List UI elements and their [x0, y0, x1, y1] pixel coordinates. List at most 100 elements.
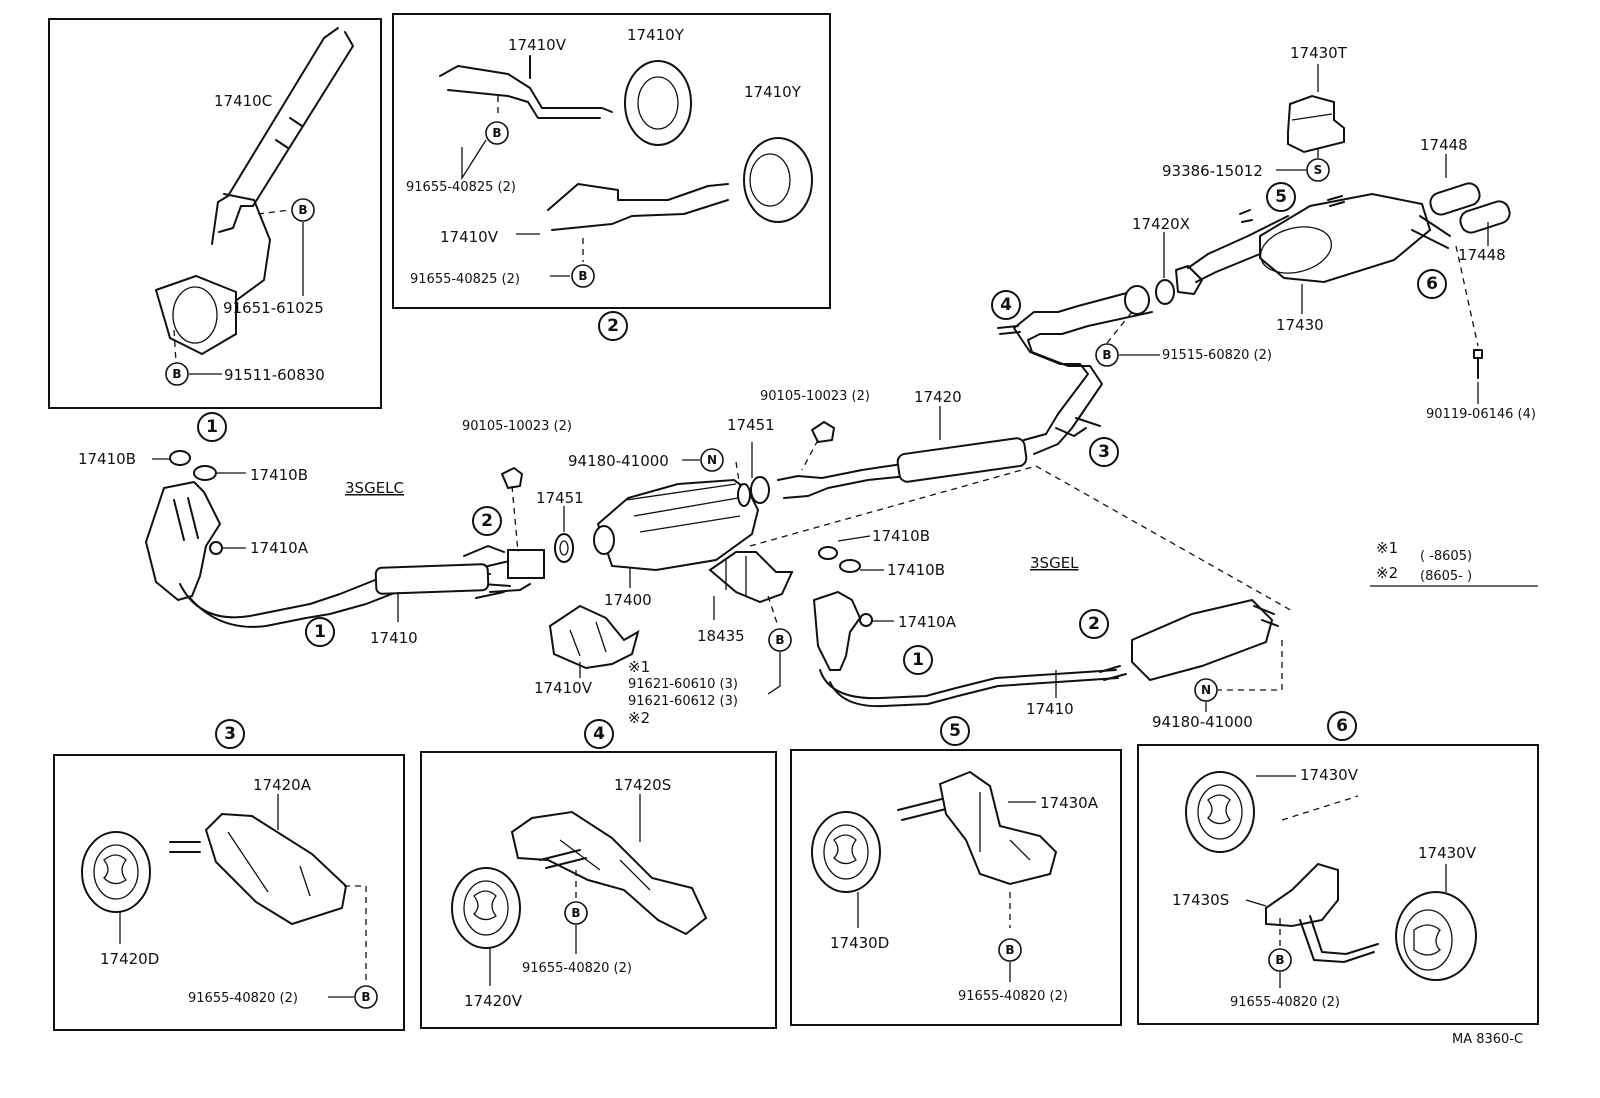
part-label: 90105-10023 (2) — [760, 389, 870, 404]
note-mark: ※1 — [628, 658, 650, 676]
part-label: 90105-10023 (2) — [462, 419, 572, 434]
callout-number: 1 — [912, 650, 924, 670]
engine-variant-label: 3SGELC — [345, 479, 404, 497]
part-label: 17410C — [214, 92, 272, 110]
badge-b: B — [1005, 943, 1014, 957]
tail-pipe-muffler — [1187, 182, 1511, 284]
callout-number: 6 — [1336, 716, 1348, 736]
note-mark: ※1 — [1376, 539, 1398, 557]
callout-number: 1 — [314, 622, 326, 642]
part-label: 17410Y — [627, 26, 685, 44]
part-label: 17430T — [1290, 44, 1348, 62]
part-label: 17400 — [604, 591, 652, 609]
part-label: 17420D — [100, 950, 159, 968]
note-range: (8605- ) — [1420, 569, 1472, 584]
part-label: 91655-40825 (2) — [410, 272, 520, 287]
badge-b: B — [298, 203, 307, 217]
part-label: 17420X — [1132, 215, 1190, 233]
part-label: 91655-40820 (2) — [958, 989, 1068, 1004]
callout-number: 5 — [1275, 187, 1287, 207]
badge-b: B — [492, 126, 501, 140]
part-label: 91651-61025 — [223, 299, 324, 317]
catalytic-converter — [593, 478, 760, 572]
callout-number: 2 — [1088, 614, 1100, 634]
part-label: 17410V — [440, 228, 499, 246]
badge-n: N — [707, 453, 717, 467]
detail-box-5 — [790, 749, 1122, 1026]
part-label: 17410 — [1026, 700, 1074, 718]
part-label: 17420V — [464, 992, 523, 1010]
part-label: 17410Y — [744, 83, 802, 101]
part-label: 91655-40825 (2) — [406, 180, 516, 195]
detail-box-6 — [1137, 744, 1539, 1025]
badge-b: B — [1102, 348, 1111, 362]
center-exhaust-pipe — [777, 289, 1153, 499]
part-label: 94180-41000 — [1152, 713, 1253, 731]
part-label: 17430S — [1172, 891, 1229, 909]
part-label: 17410B — [78, 450, 136, 468]
heat-insulator-bracket — [708, 551, 794, 604]
part-label: 17430V — [1300, 766, 1359, 784]
part-label: 91515-60820 (2) — [1162, 348, 1272, 363]
part-label: 17410B — [887, 561, 945, 579]
part-label: 17410A — [250, 539, 309, 557]
callout-number: 3 — [224, 724, 236, 744]
part-label: 91511-60830 — [224, 366, 325, 384]
part-label: 17430 — [1276, 316, 1324, 334]
note-range: ( -8605) — [1420, 549, 1472, 564]
callout-number: 2 — [607, 316, 619, 336]
part-label: 91655-40820 (2) — [1230, 995, 1340, 1010]
badge-b: B — [578, 269, 587, 283]
part-label: 91655-40820 (2) — [188, 991, 298, 1006]
detail-box-4 — [420, 751, 777, 1029]
detail-box-1 — [48, 18, 382, 409]
part-label: 17410B — [250, 466, 308, 484]
part-label: 91655-40820 (2) — [522, 961, 632, 976]
part-label: 17410B — [872, 527, 930, 545]
callout-number: 5 — [949, 721, 961, 741]
part-label: 17430V — [1418, 844, 1477, 862]
badge-b: B — [571, 906, 580, 920]
part-label: 17410V — [534, 679, 593, 697]
note-mark: ※2 — [628, 709, 650, 727]
part-label: 17451 — [727, 416, 775, 434]
badge-b: B — [172, 367, 181, 381]
badge-b: B — [361, 990, 370, 1004]
callout-number: 2 — [481, 511, 493, 531]
callout-number: 4 — [1000, 295, 1012, 315]
part-label: 17448 — [1420, 136, 1468, 154]
badge-s: S — [1314, 163, 1323, 177]
exhaust-manifold-pipe — [145, 481, 545, 628]
part-label: 17420S — [614, 776, 671, 794]
part-label: 17420A — [253, 776, 312, 794]
badge-n: N — [1201, 683, 1211, 697]
part-label: 17410A — [898, 613, 957, 631]
callout-number: 6 — [1426, 274, 1438, 294]
part-label: 17451 — [536, 489, 584, 507]
part-label: 93386-15012 — [1162, 162, 1263, 180]
part-label: 17430A — [1040, 794, 1099, 812]
badge-b: B — [775, 633, 784, 647]
part-label: 94180-41000 — [568, 452, 669, 470]
drawing-code: MA 8360-C — [1452, 1032, 1523, 1047]
part-label: 91621-60612 (3) — [628, 694, 738, 709]
part-label: 18435 — [697, 627, 745, 645]
part-label: 17410 — [370, 629, 418, 647]
detail-box-3 — [53, 754, 405, 1031]
note-mark: ※2 — [1376, 564, 1398, 582]
callout-number: 1 — [206, 417, 218, 437]
part-label: 17410V — [508, 36, 567, 54]
engine-variant-label: 3SGEL — [1030, 554, 1079, 572]
alt-exhaust-assembly — [813, 591, 1279, 708]
part-label: 90119-06146 (4) — [1426, 407, 1536, 422]
part-label: 17420 — [914, 388, 962, 406]
part-label: 17448 — [1458, 246, 1506, 264]
part-label: 17430D — [830, 934, 889, 952]
badge-b: B — [1275, 953, 1284, 967]
part-label: 91621-60610 (3) — [628, 677, 738, 692]
callout-number: 3 — [1098, 442, 1110, 462]
callout-number: 4 — [593, 724, 605, 744]
stay-bracket — [548, 604, 640, 670]
detail-box-2 — [392, 13, 831, 309]
